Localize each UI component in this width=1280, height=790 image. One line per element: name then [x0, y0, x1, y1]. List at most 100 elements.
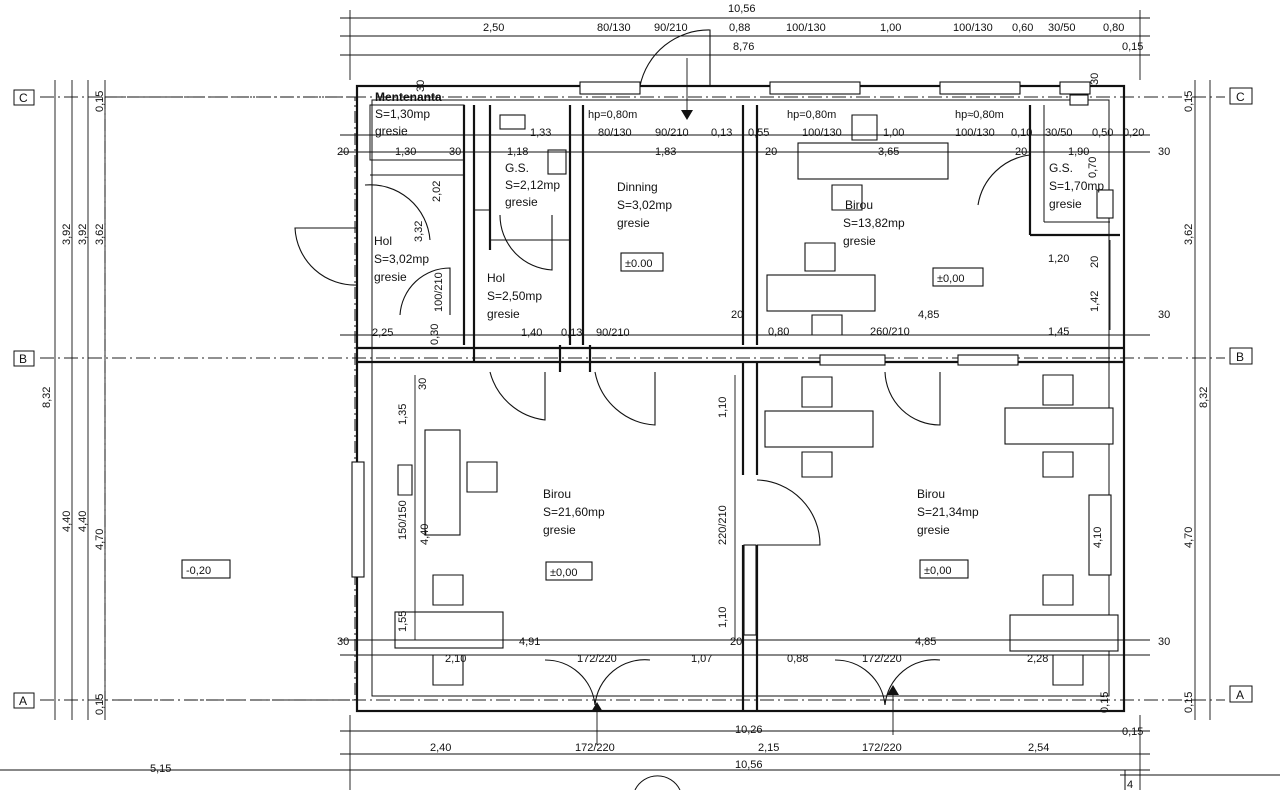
svg-text:3,62: 3,62: [1183, 224, 1195, 245]
svg-text:0,20: 0,20: [1123, 127, 1144, 139]
axis-label-b-right: B: [1229, 347, 1253, 365]
svg-text:1,83: 1,83: [655, 146, 676, 158]
svg-text:8,32: 8,32: [41, 387, 53, 408]
svg-text:20: 20: [765, 146, 777, 158]
chair-icon: [397, 114, 1084, 686]
svg-text:G.S.: G.S.: [505, 161, 529, 175]
svg-text:0,70: 0,70: [1087, 157, 1099, 178]
svg-text:100/130: 100/130: [953, 22, 993, 34]
svg-text:hp=0,80m: hp=0,80m: [588, 109, 637, 121]
toilet-icon: [547, 149, 567, 175]
svg-text:0,15: 0,15: [1099, 692, 1111, 713]
svg-text:gresie: gresie: [1049, 197, 1082, 211]
svg-text:20: 20: [731, 309, 743, 321]
svg-text:2,40: 2,40: [430, 742, 451, 754]
svg-text:gresie: gresie: [843, 234, 876, 248]
svg-text:100/130: 100/130: [802, 127, 842, 139]
svg-text:C: C: [1236, 90, 1245, 104]
svg-text:gresie: gresie: [487, 307, 520, 321]
svg-text:0,30: 0,30: [429, 324, 441, 345]
svg-text:3,65: 3,65: [878, 146, 899, 158]
svg-text:150/150: 150/150: [397, 500, 409, 540]
room-label-mentenanta: Mentenanta S=1,30mp gresie: [375, 90, 442, 138]
svg-text:S=13,82mp: S=13,82mp: [843, 216, 905, 230]
svg-text:0,88: 0,88: [787, 653, 808, 665]
svg-text:4,70: 4,70: [1183, 527, 1195, 548]
svg-text:S=21,60mp: S=21,60mp: [543, 505, 605, 519]
svg-text:3,32: 3,32: [413, 221, 425, 242]
svg-text:0,13: 0,13: [711, 127, 732, 139]
svg-text:1,90: 1,90: [1068, 146, 1089, 158]
svg-text:S=1,30mp: S=1,30mp: [375, 107, 430, 121]
sink-icon: [499, 114, 526, 130]
svg-text:100/130: 100/130: [786, 22, 826, 34]
furniture: [181, 94, 1119, 686]
svg-text:0,13: 0,13: [561, 327, 582, 339]
svg-text:4,10: 4,10: [1092, 527, 1104, 548]
svg-text:30: 30: [1089, 73, 1101, 85]
svg-text:S=3,02mp: S=3,02mp: [617, 198, 672, 212]
svg-text:1,00: 1,00: [883, 127, 904, 139]
room-label-birou-right: Birou S=21,34mp gresie: [917, 487, 979, 537]
svg-text:0,50: 0,50: [1092, 127, 1113, 139]
svg-text:Mentenanta: Mentenanta: [375, 90, 442, 104]
svg-text:90/210: 90/210: [596, 327, 630, 339]
bottom-dimensions: 10,26 0,15 2,40 172/220 2,15 172/220 2,5…: [150, 724, 1143, 790]
svg-text:80/130: 80/130: [598, 127, 632, 139]
svg-text:0,15: 0,15: [1122, 41, 1143, 53]
svg-text:1,10: 1,10: [717, 397, 729, 418]
svg-text:20: 20: [730, 636, 742, 648]
svg-text:4,40: 4,40: [61, 511, 73, 532]
svg-text:0,80: 0,80: [1103, 22, 1124, 34]
svg-text:gresie: gresie: [617, 216, 650, 230]
axis-label-b-left: B: [13, 350, 35, 367]
svg-text:172/220: 172/220: [577, 653, 617, 665]
svg-text:S=2,12mp: S=2,12mp: [505, 178, 560, 192]
axis-label-c-left: C: [13, 89, 35, 106]
svg-text:1,10: 1,10: [717, 607, 729, 628]
svg-text:30: 30: [1158, 146, 1170, 158]
svg-text:0,10: 0,10: [1011, 127, 1032, 139]
level-markers: ±0.00 ±0,00 -0,20 ±0,00 ±0,00: [186, 258, 964, 579]
room-label-birou-top: Birou S=13,82mp gresie: [843, 198, 905, 248]
svg-text:4,40: 4,40: [419, 524, 431, 545]
room-label-gs-right: G.S. S=1,70mp gresie: [1049, 161, 1104, 211]
svg-text:30: 30: [417, 378, 429, 390]
svg-text:30/50: 30/50: [1045, 127, 1073, 139]
dimension-lines: [0, 10, 1280, 790]
svg-text:0,80: 0,80: [768, 326, 789, 338]
svg-text:0,15: 0,15: [1122, 726, 1143, 738]
svg-text:8,76: 8,76: [733, 41, 754, 53]
inner-dimensions: hp=0,80m hp=0,80m hp≈0,80m 1,33 80/130 9…: [337, 73, 1170, 713]
svg-text:1,42: 1,42: [1089, 291, 1101, 312]
svg-text:2,50: 2,50: [483, 22, 504, 34]
svg-text:10,56: 10,56: [728, 3, 756, 15]
svg-text:1,33: 1,33: [530, 127, 551, 139]
exterior-walls: [355, 84, 1126, 713]
windows: [351, 81, 1091, 636]
svg-text:1,45: 1,45: [1048, 326, 1069, 338]
svg-text:G.S.: G.S.: [1049, 161, 1073, 175]
svg-text:8,32: 8,32: [1198, 387, 1210, 408]
svg-text:gresie: gresie: [374, 270, 407, 284]
svg-text:C: C: [19, 91, 28, 105]
svg-text:100/130: 100/130: [955, 127, 995, 139]
svg-text:Birou: Birou: [917, 487, 945, 501]
svg-text:2,10: 2,10: [445, 653, 466, 665]
svg-text:5,15: 5,15: [150, 763, 171, 775]
right-dimensions: 0,15 3,62 8,32 4,70 0,15: [1183, 91, 1210, 713]
svg-text:±0,00: ±0,00: [924, 565, 951, 577]
svg-text:Dinning: Dinning: [617, 180, 658, 194]
svg-text:1,07: 1,07: [691, 653, 712, 665]
left-dimensions: 0,15 3,92 3,92 3,62 8,32 4,40 4,40 4,70 …: [41, 91, 106, 715]
svg-text:4,40: 4,40: [77, 511, 89, 532]
svg-text:90/210: 90/210: [655, 127, 689, 139]
svg-text:30: 30: [449, 146, 461, 158]
svg-text:hp=0,80m: hp=0,80m: [787, 109, 836, 121]
svg-text:0,55: 0,55: [748, 127, 769, 139]
svg-text:±0,00: ±0,00: [937, 273, 964, 285]
svg-text:B: B: [1236, 350, 1244, 364]
svg-text:0,15: 0,15: [94, 694, 106, 715]
svg-text:1,18: 1,18: [507, 146, 528, 158]
svg-text:±0.00: ±0.00: [625, 258, 652, 270]
